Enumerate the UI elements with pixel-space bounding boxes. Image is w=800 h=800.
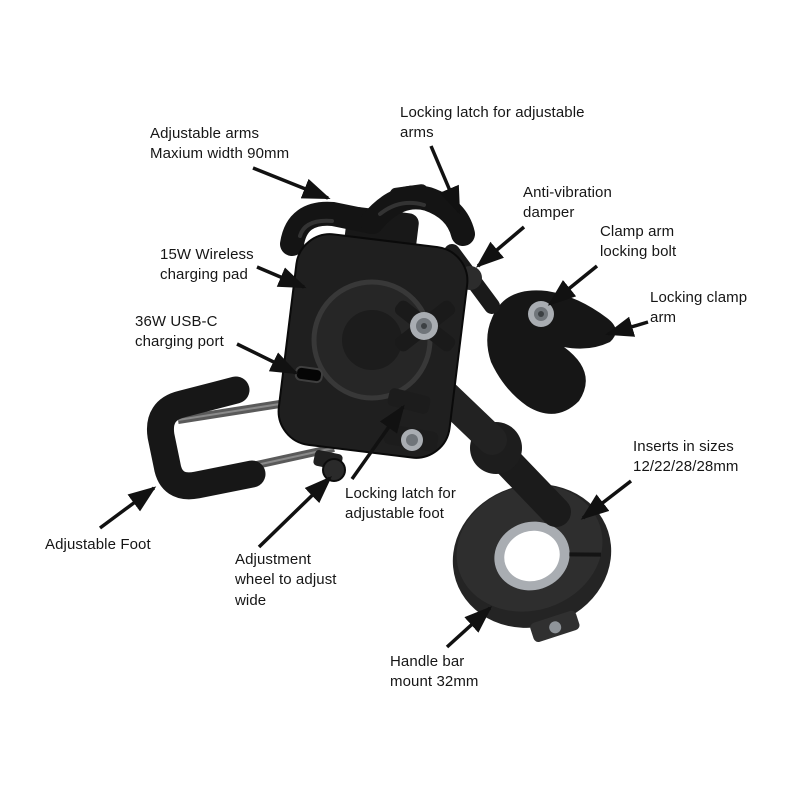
label-adjustment-wheel: Adjustment wheel to adjust wide: [235, 551, 337, 609]
cross-bracket: [394, 300, 456, 352]
label-locking-clamp-arm: Locking clamp arm: [650, 289, 748, 327]
label-locking-latch-foot: Locking latch for adjustable foot: [345, 485, 456, 523]
product-illustration: [146, 184, 616, 643]
label-anti-vibration-damper: Anti-vibration damper: [523, 184, 612, 222]
usb-c-port: [294, 365, 324, 384]
arrow-wireless-charging-pad: [256, 265, 307, 289]
arrow-clamp-arm-locking-bolt: [547, 264, 599, 306]
label-handlebar-mount: Handle bar mount 32mm: [390, 653, 479, 691]
upper-arm: [431, 381, 507, 455]
arrow-adjustment-wheel: [257, 476, 333, 549]
label-locking-latch-arms: Locking latch for adjustable arms: [400, 104, 585, 142]
lower-arm: [493, 447, 571, 527]
arrow-locking-latch-arms: [429, 145, 461, 215]
label-adjustable-foot: Adjustable Foot: [45, 536, 151, 553]
callout-arrows: [98, 145, 649, 649]
foot-bracket: [146, 376, 266, 500]
adjustment-wheel-part: [313, 450, 346, 482]
arrow-anti-vibration-damper: [475, 225, 526, 268]
arrow-handlebar-mount: [445, 606, 493, 649]
arrow-usb-c-charging-port: [236, 342, 299, 375]
arrow-insert-sizes: [580, 479, 633, 520]
arrow-locking-clamp-arm: [605, 316, 649, 337]
label-adjustable-arms: Adjustable arms Maxium width 90mm: [150, 125, 290, 163]
arrow-locking-latch-foot: [350, 404, 405, 481]
label-wireless-charging-pad: 15W Wireless charging pad: [160, 246, 254, 284]
clamp-lever: [487, 290, 616, 414]
arrow-adjustable-foot: [98, 486, 157, 530]
label-usb-c-charging-port: 36W USB-C charging port: [135, 313, 224, 351]
label-clamp-arm-locking-bolt: Clamp arm locking bolt: [600, 223, 677, 261]
label-insert-sizes: Inserts in sizes 12/22/28/28mm: [633, 438, 739, 476]
arrow-adjustable-arms: [252, 166, 331, 200]
